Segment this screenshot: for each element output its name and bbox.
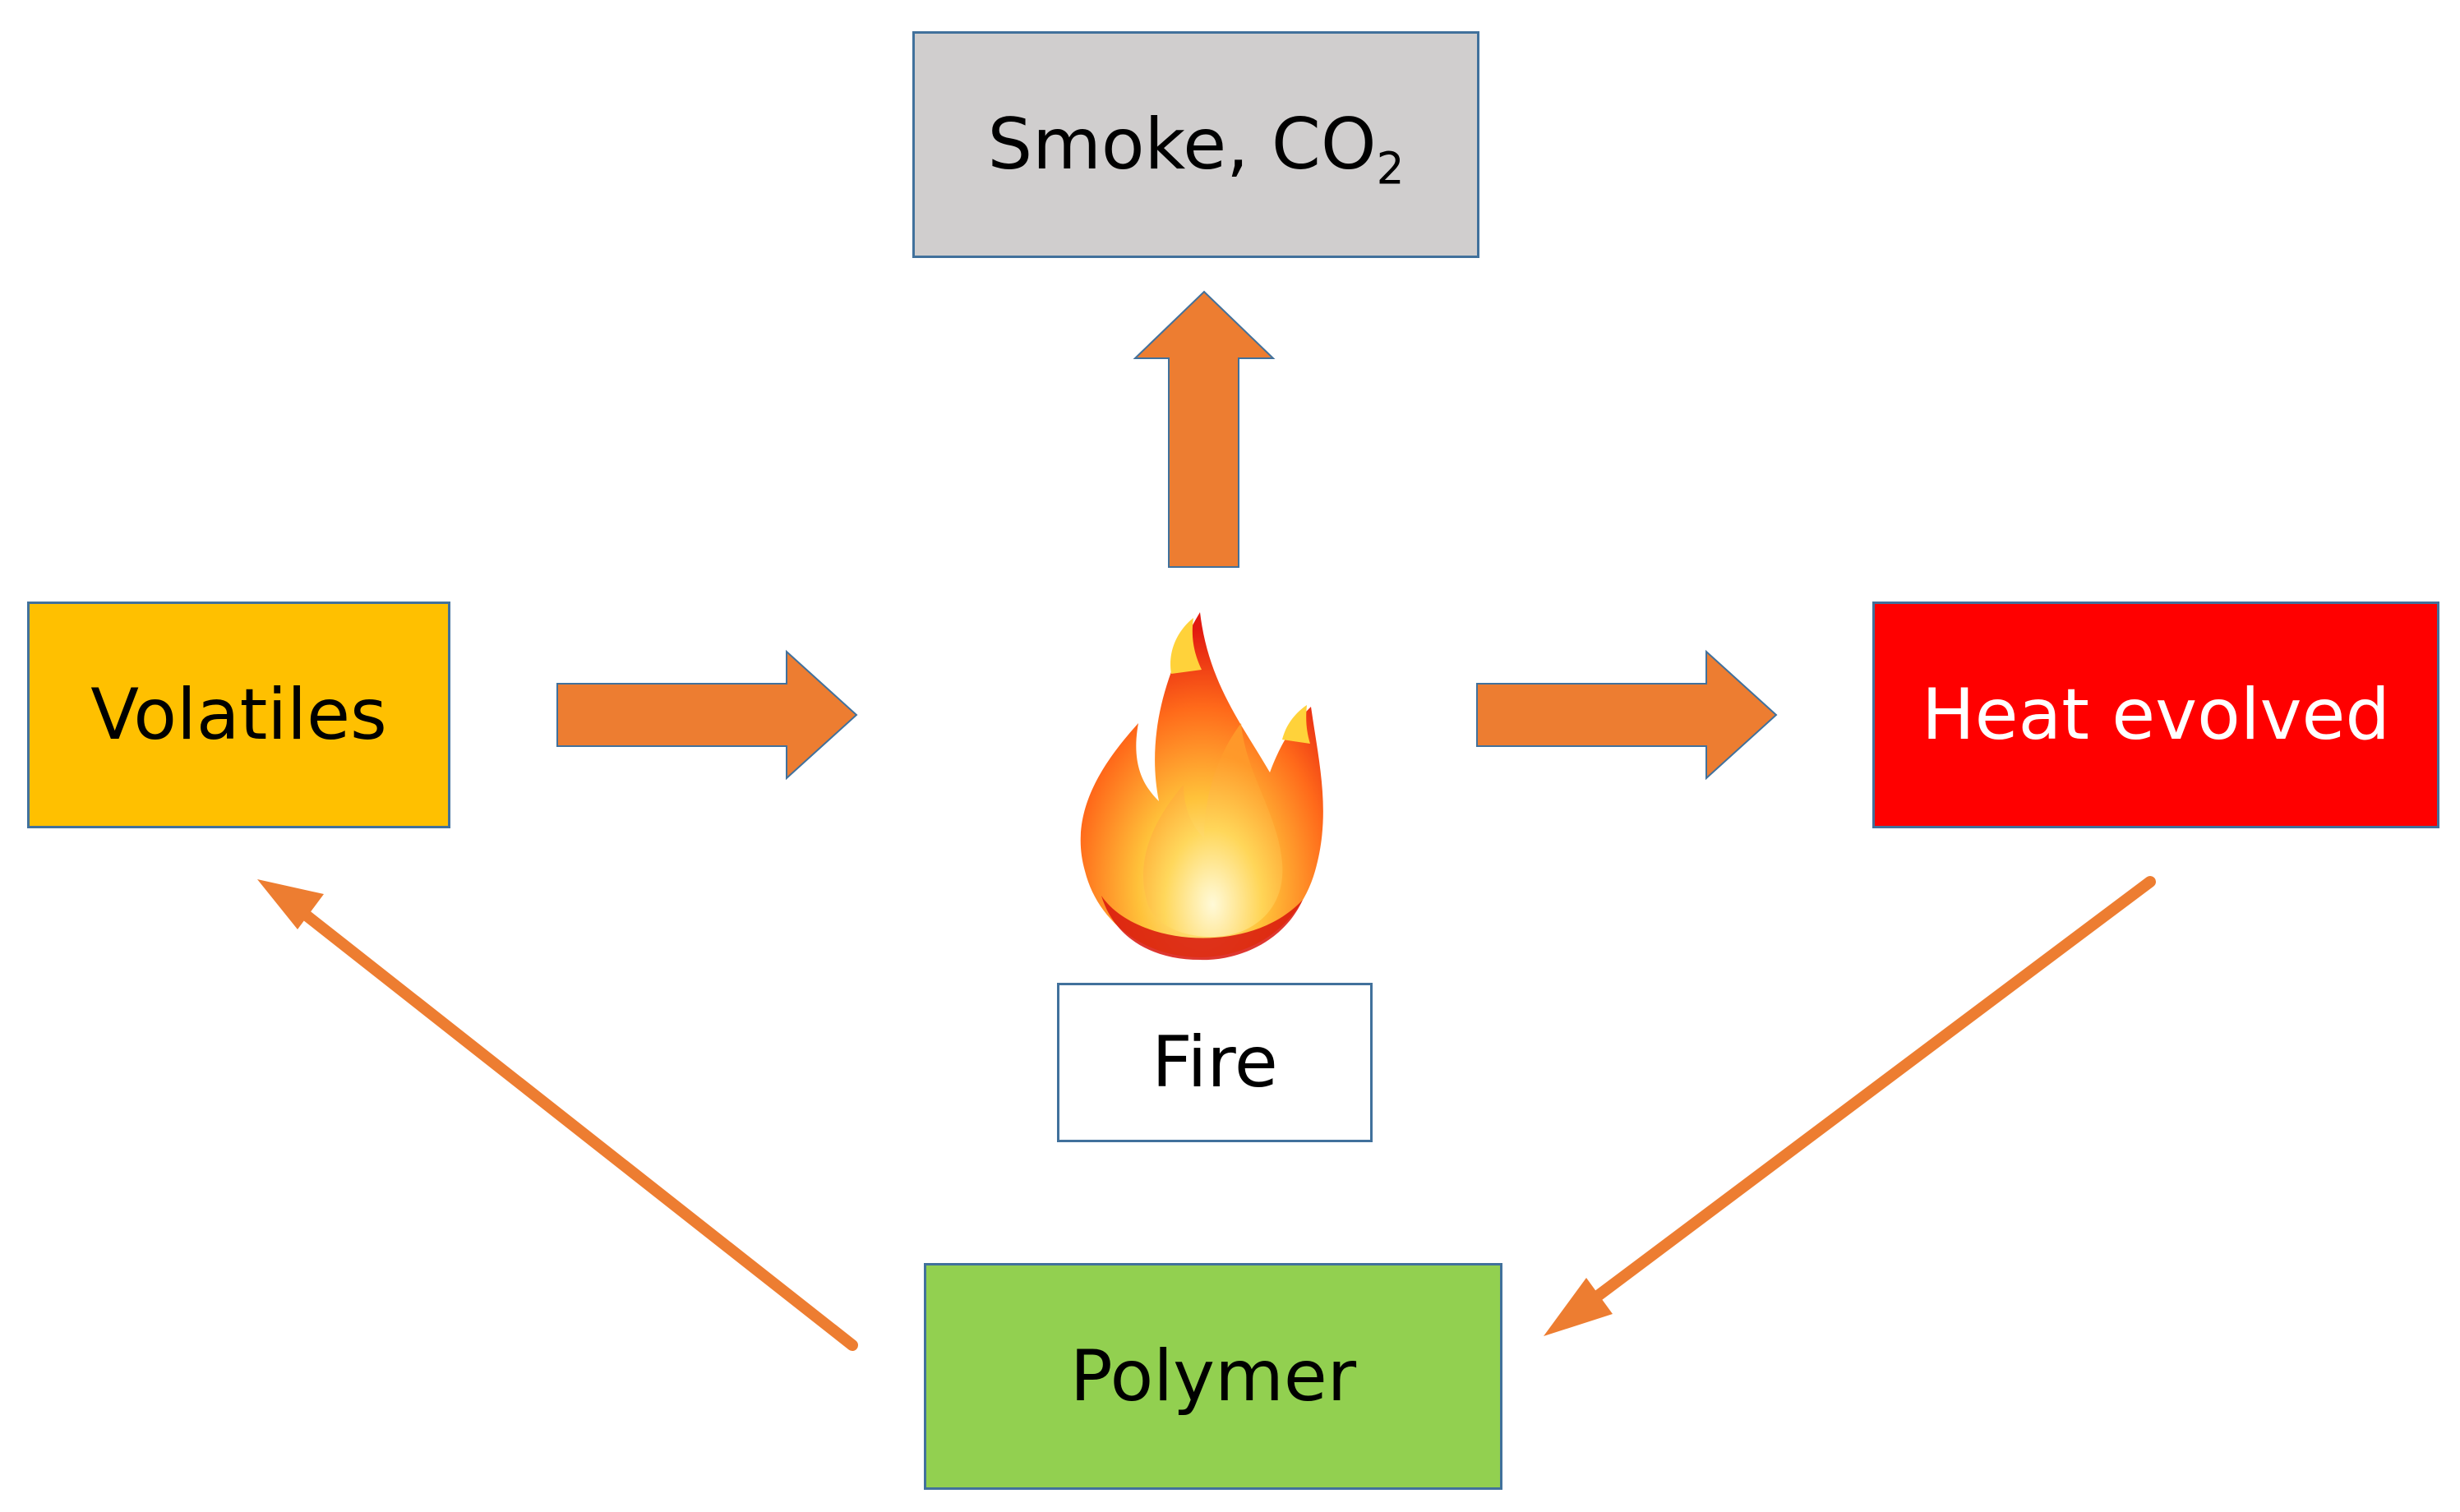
arrow-heat-to-polymer xyxy=(1572,876,2156,1316)
node-polymer-label: Polymer xyxy=(1069,1335,1357,1418)
arrow-fire-to-heat xyxy=(1476,649,1778,781)
node-volatiles-label: Volatiles xyxy=(90,674,387,756)
arrowhead-heat-to-polymer xyxy=(1544,1278,1613,1336)
arrow-volatiles-to-fire xyxy=(556,649,858,781)
node-volatiles: Volatiles xyxy=(27,602,450,828)
node-fire-label: Fire xyxy=(1152,1021,1278,1104)
node-smoke-text: Smoke, CO xyxy=(987,104,1377,186)
arrow-fire-to-smoke xyxy=(1133,290,1276,568)
node-fire: Fire xyxy=(1057,983,1373,1142)
fire-icon xyxy=(1080,612,1323,961)
node-heat-evolved: Heat evolved xyxy=(1872,602,2439,828)
node-smoke: Smoke, CO2 xyxy=(912,31,1479,258)
arrowhead-polymer-to-volatiles xyxy=(257,879,324,929)
node-smoke-label: Smoke, CO2 xyxy=(987,104,1405,191)
arrow-polymer-to-volatiles xyxy=(286,898,858,1351)
node-heat-evolved-label: Heat evolved xyxy=(1921,674,2391,756)
node-smoke-subscript: 2 xyxy=(1376,143,1405,195)
node-polymer: Polymer xyxy=(924,1263,1502,1490)
